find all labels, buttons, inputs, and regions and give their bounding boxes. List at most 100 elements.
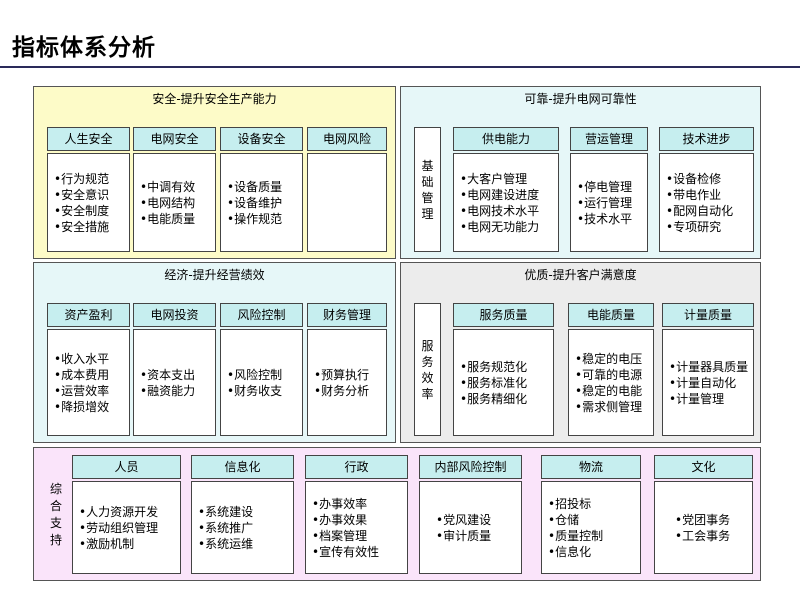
list-item: •党团事务 [675,512,731,527]
reliability-body-operations: •停电管理 •运行管理 •技术水平 [570,153,648,252]
list-item: •电网技术水平 [460,203,540,218]
list-item: •设备检修 [666,171,722,186]
list-item: •电网无功能力 [460,219,540,234]
list-item: •党风建设 [436,512,492,527]
list-item: •服务规范化 [460,359,528,374]
quality-body-service: •服务规范化 •服务标准化 •服务精细化 [453,329,554,436]
list-item: •档案管理 [312,528,368,543]
list-item: •办事效果 [312,512,368,527]
list-item: •技术水平 [577,211,633,226]
reliability-header-supply: 供电能力 [453,127,559,151]
list-item: •运行管理 [577,195,633,210]
list-item: •计量器具质量 [669,359,749,374]
list-item: •资本支出 [140,367,196,382]
list-item: •设备质量 [227,179,283,194]
list-item: •专项研究 [666,219,722,234]
economy-body-risk: •风险控制 •财务收支 [220,329,303,436]
list-item: •信息化 [548,544,592,559]
list-item: •服务精细化 [460,391,528,406]
safety-header-personal: 人生安全 [47,127,130,151]
reliability-header-operations: 营运管理 [570,127,648,151]
safety-body-grid: •中调有效 •电网结构 •电能质量 [133,153,216,252]
list-item: •成本费用 [54,367,110,382]
economy-header-investment: 电网投资 [133,303,216,327]
list-item: •稳定的电压 [575,351,643,366]
support-side-label: 综合支持 [49,482,62,547]
support-body-it: •系统建设 •系统推广 •系统运维 [191,481,294,574]
list-item: •停电管理 [577,179,633,194]
list-item: •安全制度 [54,203,110,218]
economy-header-assets: 资产盈利 [47,303,130,327]
economy-body-investment: •资本支出 •融资能力 [133,329,216,436]
support-body-personnel: •人力资源开发 •劳动组织管理 •激励机制 [72,481,181,574]
list-item: •电网结构 [140,195,196,210]
quality-header-power: 电能质量 [568,303,654,327]
economy-body-finance: •预算执行 •财务分析 [307,329,387,436]
list-item: •需求侧管理 [575,399,643,414]
safety-body-personal: •行为规范 •安全意识 •安全制度 •安全措施 [47,153,130,252]
list-item: •设备维护 [227,195,283,210]
quality-panel-title: 优质-提升客户满意度 [524,268,637,282]
page-title: 指标体系分析 [12,35,156,61]
list-item: •办事效率 [312,496,368,511]
support-header-internal-risk: 内部风险控制 [419,455,522,479]
list-item: •安全意识 [54,187,110,202]
reliability-panel: 可靠-提升电网可靠性 基础管理 供电能力 •大客户管理 •电网建设进度 •电网技… [400,86,761,259]
list-item: •中调有效 [140,179,196,194]
list-item: •大客户管理 [460,171,528,186]
list-item: •宣传有效性 [312,544,380,559]
list-item: •激励机制 [79,536,135,551]
support-header-it: 信息化 [191,455,294,479]
safety-panel: 安全-提升安全生产能力 人生安全 •行为规范 •安全意识 •安全制度 •安全措施… [33,86,396,259]
quality-header-metering: 计量质量 [662,303,754,327]
list-item: •降损增效 [54,399,110,414]
economy-panel-title: 经济-提升经营绩效 [164,268,265,282]
list-item: •工会事务 [675,528,731,543]
quality-body-power: •稳定的电压 •可靠的电源 •稳定的电能 •需求侧管理 [568,329,654,436]
list-item: •电网建设进度 [460,187,540,202]
list-item: •行为规范 [54,171,110,186]
list-item: •计量自动化 [669,375,737,390]
list-item: •运营效率 [54,383,110,398]
list-item: •财务收支 [227,383,283,398]
support-panel: 综合支持 人员 •人力资源开发 •劳动组织管理 •激励机制 信息化 •系统建设 … [33,447,761,581]
list-item: •财务分析 [314,383,370,398]
safety-body-risk [307,153,387,252]
support-header-logistics: 物流 [541,455,641,479]
list-item: •招投标 [548,496,592,511]
support-header-culture: 文化 [654,455,753,479]
list-item: •带电作业 [666,187,722,202]
support-header-admin: 行政 [305,455,408,479]
list-item: •劳动组织管理 [79,520,159,535]
support-body-internal-risk: •党风建设 •审计质量 [419,481,522,574]
list-item: •风险控制 [227,367,283,382]
safety-header-grid: 电网安全 [133,127,216,151]
list-item: •计量管理 [669,391,725,406]
quality-side-label: 服务效率 [414,303,441,436]
quality-body-metering: •计量器具质量 •计量自动化 •计量管理 [662,329,754,436]
list-item: •审计质量 [436,528,492,543]
safety-panel-title: 安全-提升安全生产能力 [152,92,277,106]
list-item: •融资能力 [140,383,196,398]
support-body-logistics: •招投标 •仓储 •质量控制 •信息化 [541,481,641,574]
list-item: •安全措施 [54,219,110,234]
reliability-side-label: 基础管理 [414,127,441,252]
list-item: •系统推广 [198,520,254,535]
list-item: •系统建设 [198,504,254,519]
support-header-personnel: 人员 [72,455,181,479]
list-item: •服务标准化 [460,375,528,390]
economy-header-finance: 财务管理 [307,303,387,327]
reliability-body-tech: •设备检修 •带电作业 •配网自动化 •专项研究 [659,153,754,252]
list-item: •仓储 [548,512,580,527]
list-item: •配网自动化 [666,203,734,218]
list-item: •收入水平 [54,351,110,366]
list-item: •预算执行 [314,367,370,382]
safety-header-equipment: 设备安全 [220,127,303,151]
reliability-body-supply: •大客户管理 •电网建设进度 •电网技术水平 •电网无功能力 [453,153,559,252]
reliability-panel-title: 可靠-提升电网可靠性 [524,92,637,106]
list-item: •系统运维 [198,536,254,551]
quality-header-service: 服务质量 [453,303,554,327]
quality-panel: 优质-提升客户满意度 服务效率 服务质量 •服务规范化 •服务标准化 •服务精细… [400,262,761,443]
title-divider [0,66,800,68]
economy-panel: 经济-提升经营绩效 资产盈利 •收入水平 •成本费用 •运营效率 •降损增效 电… [33,262,396,443]
